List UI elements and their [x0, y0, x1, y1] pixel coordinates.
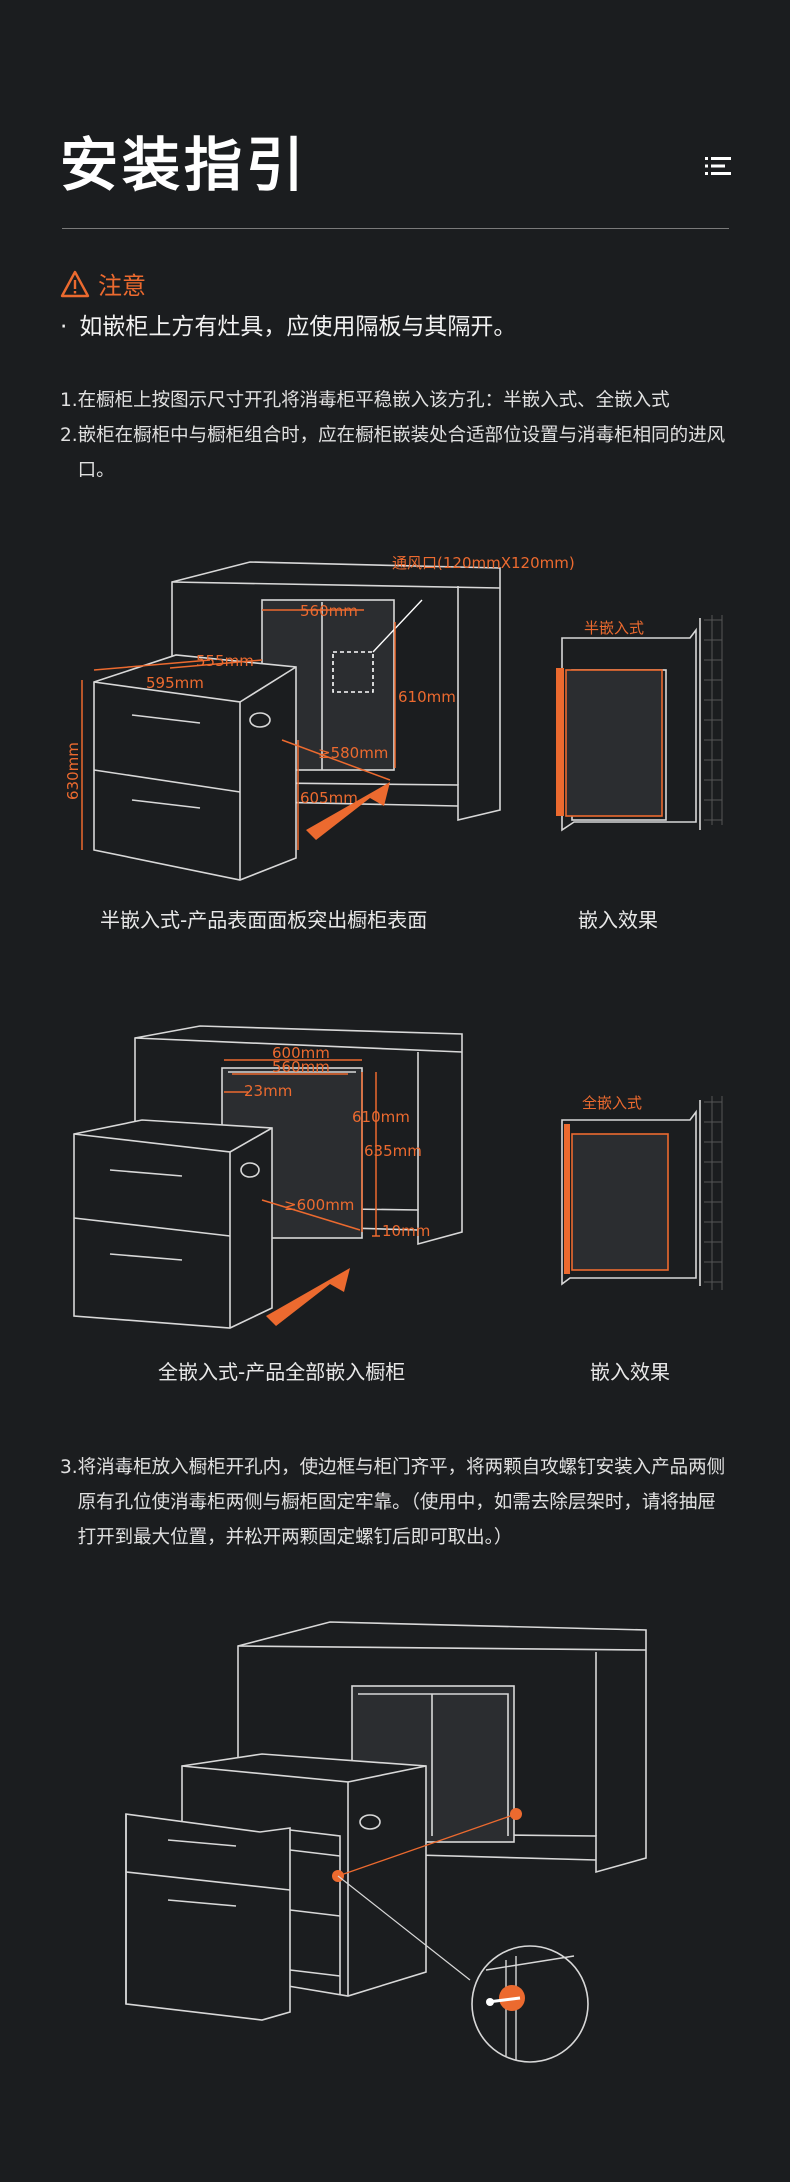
half-effect-caption: 嵌入效果 [578, 908, 658, 932]
step-text: 将消毒柜放入橱柜开孔内，使边框与柜门齐平，将两颗自攻螺钉安装入产品两侧原有孔位使… [77, 1457, 726, 1548]
step-number: 3. [60, 1457, 78, 1478]
title-divider [62, 228, 729, 229]
dim-560-full: 560mm [272, 1058, 330, 1076]
steps-top: 1. 在橱柜上按图示尺寸开孔将消毒柜平稳嵌入该方孔：半嵌入式、全嵌入式 2. 嵌… [60, 383, 730, 488]
dim-635: 635mm [364, 1142, 422, 1160]
dim-595: 595mm [146, 674, 204, 692]
vent-label: 通风口(120mmX120mm) [392, 554, 575, 572]
steps-bottom: 3. 将消毒柜放入橱柜开孔内，使边框与柜门齐平，将两颗自攻螺钉安装入产品两侧原有… [60, 1450, 730, 1555]
step-number: 2. [60, 425, 78, 446]
dim-610-full: 610mm [352, 1108, 410, 1126]
notice-text: ·如嵌柜上方有灶具，应使用隔板与其隔开。 [60, 314, 517, 340]
step-item: 1. 在橱柜上按图示尺寸开孔将消毒柜平稳嵌入该方孔：半嵌入式、全嵌入式 [60, 383, 730, 418]
screw-install-diagram [125, 1621, 647, 2063]
half-caption: 半嵌入式-产品表面面板突出橱柜表面 [100, 908, 428, 932]
dim-610: 610mm [398, 688, 456, 706]
dim-23: 23mm [244, 1082, 292, 1100]
list-icon[interactable] [705, 155, 731, 177]
step-item: 3. 将消毒柜放入橱柜开孔内，使边框与柜门齐平，将两颗自攻螺钉安装入产品两侧原有… [60, 1450, 730, 1555]
effect-label-full: 全嵌入式 [582, 1094, 642, 1112]
full-caption: 全嵌入式-产品全部嵌入橱柜 [158, 1360, 406, 1384]
warning-icon [60, 270, 90, 297]
effect-label-half: 半嵌入式 [584, 619, 644, 637]
dim-10: 10mm [382, 1222, 430, 1240]
notice-text-content: 如嵌柜上方有灶具，应使用隔板与其隔开。 [79, 314, 517, 340]
dim-560: 560mm [300, 602, 358, 620]
notice-title: 注意 [98, 272, 146, 300]
dim-600-depth: ≥600mm [284, 1196, 354, 1214]
step-item: 2. 嵌柜在橱柜中与橱柜组合时，应在橱柜嵌装处合适部位设置与消毒柜相同的进风口。 [60, 418, 730, 488]
notice-header: 注意 [60, 266, 146, 301]
step-text: 在橱柜上按图示尺寸开孔将消毒柜平稳嵌入该方孔：半嵌入式、全嵌入式 [77, 390, 670, 411]
full-builtin-diagram: 600mm 560mm 23mm 610mm 635mm ≥600mm 10mm… [73, 1025, 723, 1329]
step-number: 1. [60, 390, 78, 411]
dim-555: 555mm [196, 652, 254, 670]
half-builtin-diagram: 通风口(120mmX120mm) 560mm 555mm 595mm 610mm… [64, 554, 723, 881]
step-text: 嵌柜在橱柜中与橱柜组合时，应在橱柜嵌装处合适部位设置与消毒柜相同的进风口。 [77, 425, 726, 481]
dim-605: 605mm [300, 789, 358, 807]
dim-600: 600mm [272, 1044, 330, 1062]
page-title: 安装指引 [60, 131, 309, 199]
dim-580: ≥580mm [318, 744, 388, 762]
dim-630: 630mm [64, 742, 82, 800]
full-effect-caption: 嵌入效果 [590, 1360, 670, 1384]
